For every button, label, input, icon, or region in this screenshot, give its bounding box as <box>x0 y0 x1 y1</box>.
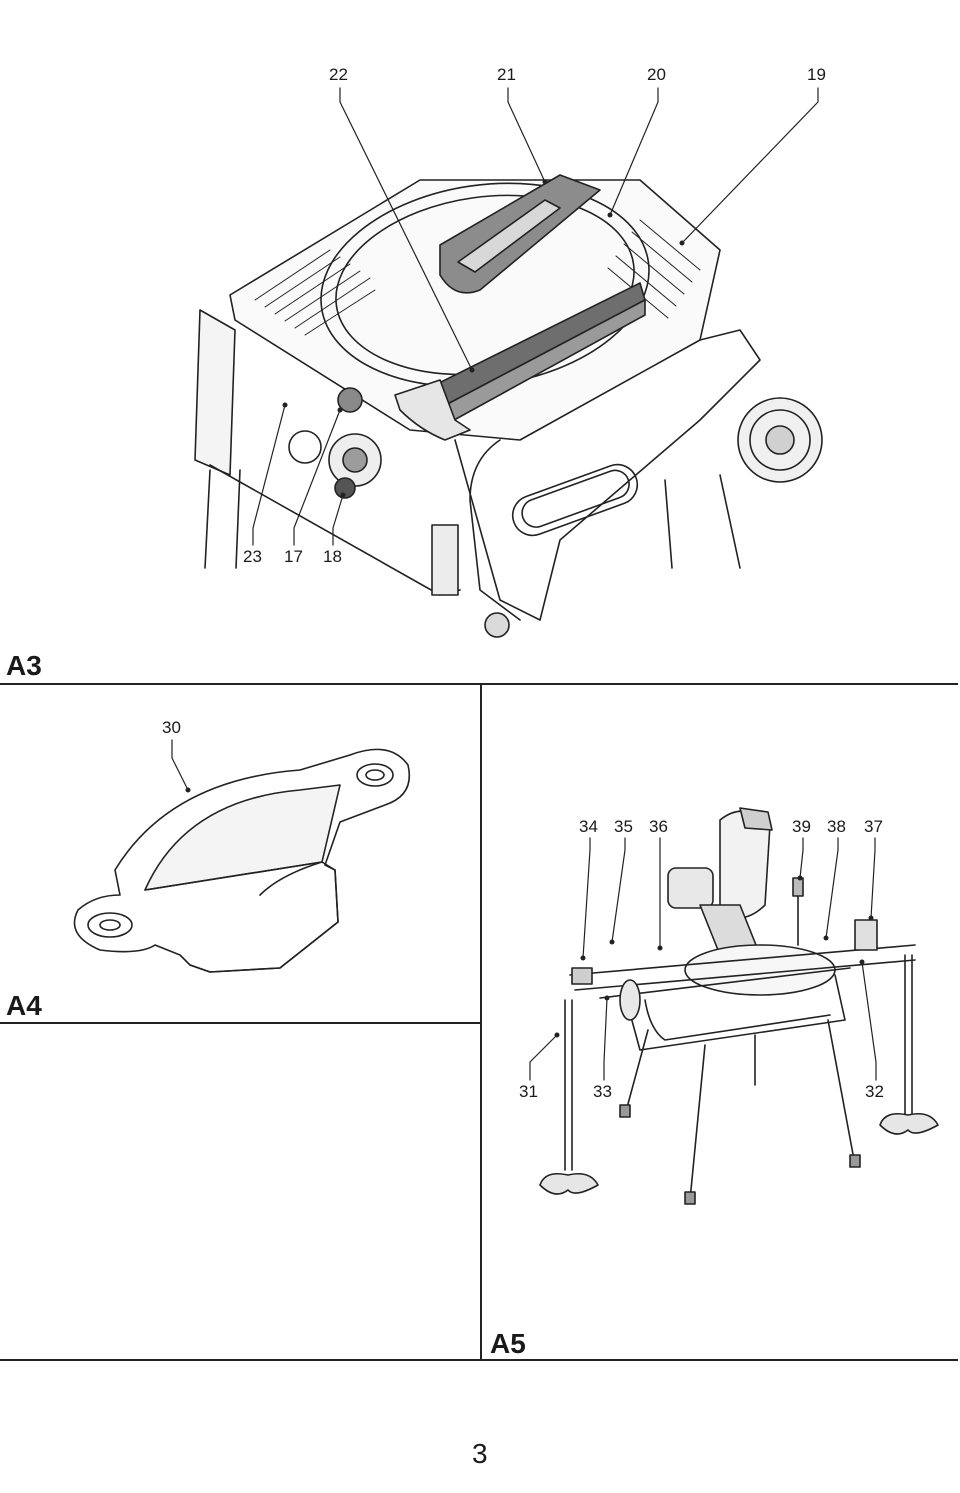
divider-a3 <box>0 683 958 685</box>
callout-18: 18 <box>323 547 342 566</box>
callout-33: 33 <box>593 1082 612 1101</box>
figure-label-a4: A4 <box>6 990 42 1021</box>
callout-20: 20 <box>647 65 666 84</box>
callout-37: 37 <box>864 817 883 836</box>
callout-22: 22 <box>329 65 348 84</box>
callout-39: 39 <box>792 817 811 836</box>
callout-19: 19 <box>807 65 826 84</box>
callout-32: 32 <box>865 1082 884 1101</box>
dust-chute-drawing <box>73 748 410 973</box>
divider-vertical <box>480 684 482 1359</box>
callout-17: 17 <box>284 547 303 566</box>
callout-21: 21 <box>497 65 516 84</box>
callout-31: 31 <box>519 1082 538 1101</box>
leader-dots <box>185 179 874 1038</box>
divider-a5 <box>0 1359 958 1361</box>
divider-a4 <box>0 1022 480 1024</box>
callout-36: 36 <box>649 817 668 836</box>
callout-23: 23 <box>243 547 262 566</box>
page-number: 3 <box>472 1438 488 1469</box>
callout-35: 35 <box>614 817 633 836</box>
mitre-saw-station-drawing <box>539 807 939 1205</box>
table-saw-drawing <box>194 174 823 638</box>
leader-lines <box>171 87 877 1081</box>
figure-label-a5: A5 <box>490 1328 526 1359</box>
figure-label-a3: A3 <box>6 650 42 681</box>
callout-30: 30 <box>162 718 181 737</box>
callout-38: 38 <box>827 817 846 836</box>
callout-34: 34 <box>579 817 598 836</box>
